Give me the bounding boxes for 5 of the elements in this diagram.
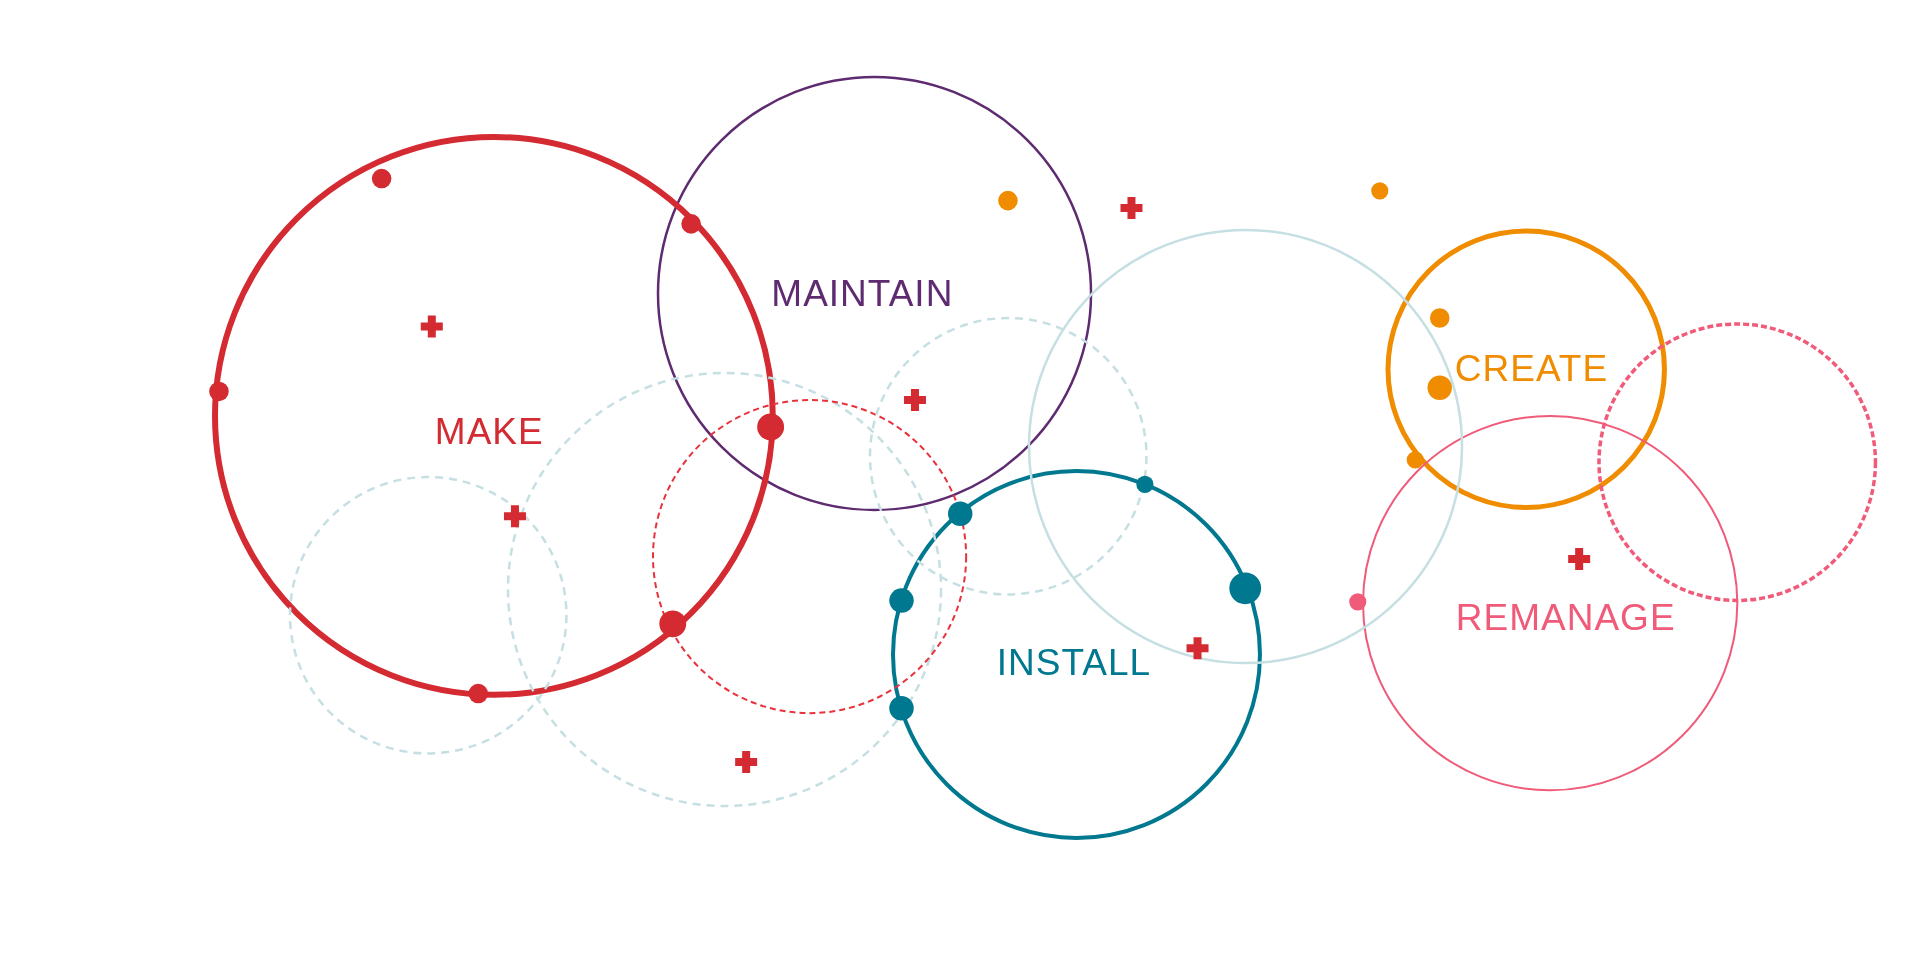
circle-label: MAKE	[434, 410, 544, 453]
circle-label: MAINTAIN	[771, 272, 954, 315]
circle-label: REMANAGE	[1455, 596, 1676, 639]
circle-label: INSTALL	[996, 641, 1152, 684]
circle-label: CREATE	[1454, 348, 1609, 391]
